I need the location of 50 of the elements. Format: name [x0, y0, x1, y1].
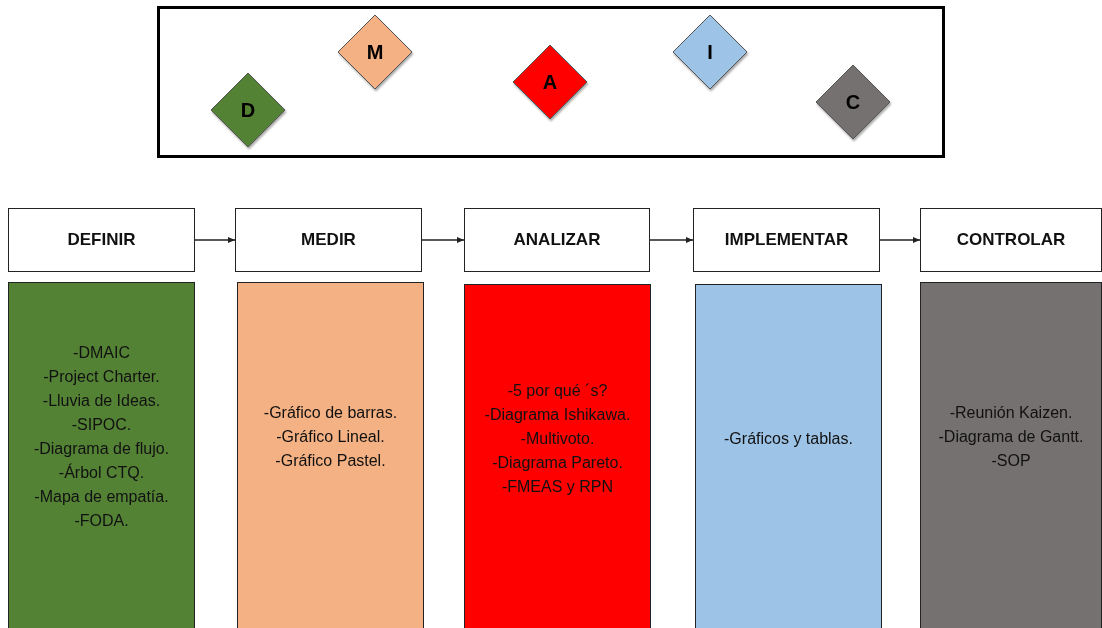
phase-title: DEFINIR — [67, 230, 136, 250]
tool-item: -Árbol CTQ. — [58, 462, 145, 483]
phase-box — [920, 208, 1102, 272]
tool-item: -Gráfico de barras. — [263, 403, 398, 423]
diamond-letter: D — [240, 98, 256, 122]
phase-box — [464, 208, 650, 272]
arrow — [649, 237, 694, 243]
arrow — [194, 237, 236, 243]
phase-box — [8, 208, 195, 272]
phase-title: ANALIZAR — [513, 230, 601, 250]
diamond-letter: M — [366, 40, 384, 64]
tool-item: -SOP — [991, 451, 1031, 471]
tools-box — [695, 284, 882, 628]
tool-item: -Gráficos y tablas. — [724, 429, 853, 449]
tool-item: -DMAIC — [73, 343, 130, 363]
diamond-letter: I — [707, 40, 713, 64]
tool-item: -Multivoto. — [520, 429, 595, 449]
arrow — [421, 237, 465, 243]
tool-item: -FMEAS y RPN — [501, 477, 614, 497]
tool-item: -Gráfico Lineal. — [276, 427, 385, 447]
frame-box — [157, 6, 945, 158]
tools-box — [464, 284, 651, 628]
letter-diamond — [816, 65, 890, 139]
tool-item: -Diagrama de flujo. — [33, 439, 170, 459]
tool-item: -Gráfico Pastel. — [275, 451, 386, 471]
diamond-letter: A — [542, 70, 558, 94]
arrow — [879, 237, 921, 243]
tool-item: -Mapa de empatía. — [34, 487, 169, 507]
tool-item: -5 por qué ´s? — [507, 381, 608, 401]
tool-item: -Diagrama de Gantt. — [938, 427, 1084, 447]
tool-item: -Diagrama Pareto. — [492, 453, 623, 473]
tool-item: -SIPOC. — [71, 415, 132, 435]
letter-diamond — [513, 45, 587, 119]
phase-title: MEDIR — [301, 230, 356, 250]
phase-box — [235, 208, 422, 272]
letter-diamond — [211, 73, 285, 147]
tool-item: -FODA. — [74, 511, 129, 531]
tool-item: -Diagrama Ishikawa. — [484, 405, 631, 425]
tool-item: -Lluvia de Ideas. — [42, 391, 161, 411]
tool-item: -Project Charter. — [43, 367, 160, 387]
tools-box — [920, 282, 1102, 628]
tool-item: -Reunión Kaizen. — [949, 403, 1073, 423]
tools-box — [8, 282, 195, 628]
letter-diamond — [673, 15, 747, 89]
phase-box — [693, 208, 880, 272]
phase-title: IMPLEMENTAR — [724, 230, 849, 250]
letter-diamond — [338, 15, 412, 89]
phase-title: CONTROLAR — [956, 230, 1066, 250]
diamond-letter: C — [845, 90, 861, 114]
tools-box — [237, 282, 424, 628]
